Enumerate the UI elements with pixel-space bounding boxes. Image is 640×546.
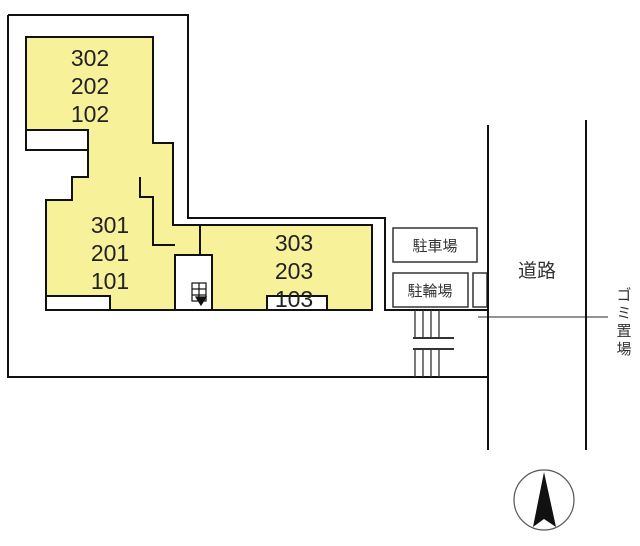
- entry-steps: [413, 310, 454, 377]
- car-parking-label: 駐車場: [412, 237, 457, 255]
- unit-divider: [139, 177, 175, 246]
- unit-label: 101: [91, 268, 129, 294]
- bicycle-parking: [392, 272, 469, 308]
- unit-label: 301: [91, 212, 129, 238]
- unit-label: 303: [275, 230, 313, 256]
- building-c-units: 303 203 103: [275, 230, 313, 312]
- unit-label: 202: [71, 73, 109, 99]
- garbage-box: [472, 272, 488, 308]
- garbage-label: ゴミ置場: [616, 286, 631, 358]
- entrance-103: [266, 295, 328, 311]
- unit-label: 302: [71, 45, 109, 71]
- unit-label: 203: [275, 258, 313, 284]
- north-arrow-icon: [513, 469, 575, 531]
- notch: [25, 129, 89, 151]
- site-boundary: [8, 14, 488, 311]
- road-label: 道路: [518, 260, 556, 282]
- stairs-icon: [191, 282, 208, 307]
- car-parking: [392, 227, 478, 263]
- unit-label: 103: [275, 286, 313, 312]
- unit-label: 201: [91, 240, 129, 266]
- entrance-101: [45, 295, 111, 311]
- building-b-units: 301 201 101: [91, 212, 129, 294]
- unit-label: 102: [71, 101, 109, 127]
- building-a-units: 302 202 102: [71, 45, 109, 127]
- site-boundary-outer: [7, 15, 488, 378]
- bicycle-parking-label: 駐輪場: [407, 282, 452, 300]
